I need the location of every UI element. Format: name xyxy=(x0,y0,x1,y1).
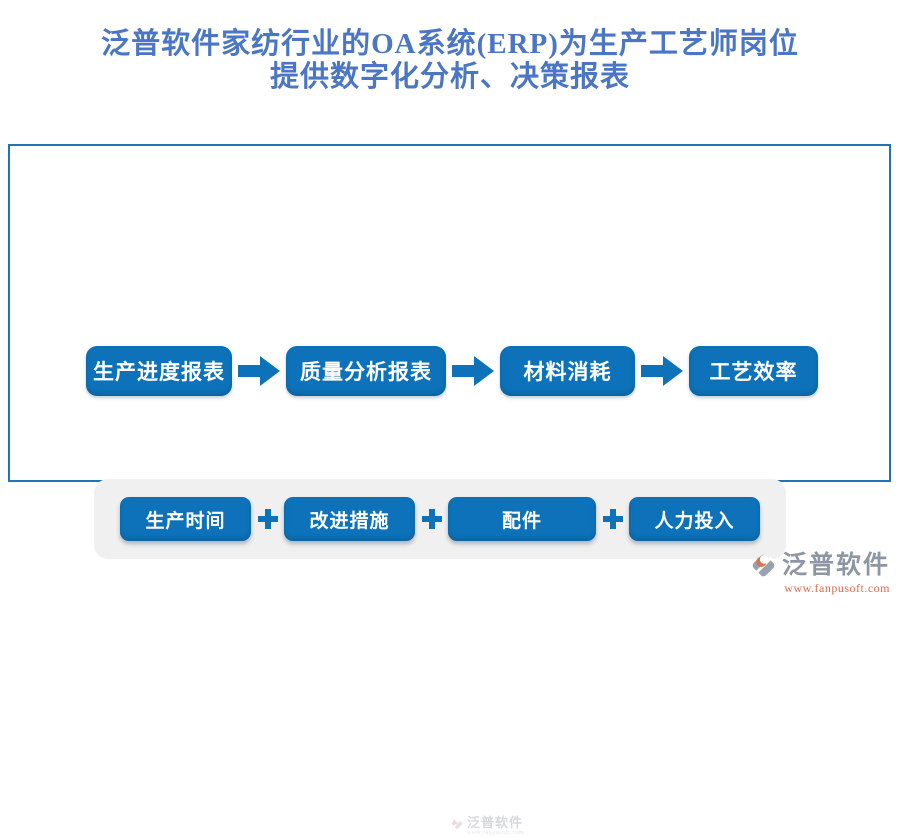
arrow-right-icon xyxy=(452,356,494,386)
watermark-url: www.fanpusoft.com xyxy=(467,830,525,836)
footer-logo-row: 泛普软件 xyxy=(749,550,890,581)
sum-panel: 泛普软件 www.fanpusoft.com 生产时间 改进措施 配件 人力投入 xyxy=(94,479,786,836)
arrow-right-icon xyxy=(641,356,683,386)
flow-step-material-consumption: 材料消耗 xyxy=(500,346,635,396)
page-title-line1: 泛普软件家纺行业的OA系统(ERP)为生产工艺师岗位 xyxy=(101,28,799,60)
footer-brand-url: www.fanpusoft.com xyxy=(784,581,890,595)
brand-watermark: 泛普软件 www.fanpusoft.com xyxy=(450,816,524,837)
page-title-line2: 提供数字化分析、决策报表 xyxy=(269,61,630,93)
plus-icon xyxy=(602,509,623,529)
infographic-page: { "title": { "line1": "泛普软件家纺行业的OA系统(ERP… xyxy=(0,28,900,836)
flow-step-quality-analysis-report: 质量分析报表 xyxy=(286,346,446,396)
watermark-brand-name: 泛普软件 xyxy=(467,815,524,830)
footer-brand-logo: 泛普软件 www.fanpusoft.com xyxy=(749,550,890,595)
sum-item-accessories: 配件 xyxy=(448,497,596,541)
sum-row: 生产时间 改进措施 配件 人力投入 xyxy=(94,479,786,559)
flow-step-process-efficiency: 工艺效率 xyxy=(689,346,818,396)
sum-item-production-time: 生产时间 xyxy=(120,497,251,541)
sum-item-improvement-measures: 改进措施 xyxy=(284,497,415,541)
arrow-right-icon xyxy=(238,356,280,386)
flow-step-production-progress-report: 生产进度报表 xyxy=(86,346,232,396)
fanpu-logo-icon xyxy=(451,818,463,829)
fanpu-logo-icon xyxy=(752,554,775,577)
sum-item-manpower-input: 人力投入 xyxy=(629,497,760,541)
page-title: 泛普软件家纺行业的OA系统(ERP)为生产工艺师岗位 提供数字化分析、决策报表 xyxy=(0,28,900,94)
plus-icon xyxy=(421,509,442,529)
flow-row: 生产进度报表 质量分析报表 材料消耗 工艺效率 xyxy=(86,346,818,396)
footer-brand-name: 泛普软件 xyxy=(781,552,890,579)
diagram-frame: 生产进度报表 质量分析报表 材料消耗 工艺效率 泛普软件 www.fanpuso… xyxy=(8,144,891,836)
plus-icon xyxy=(257,509,278,529)
